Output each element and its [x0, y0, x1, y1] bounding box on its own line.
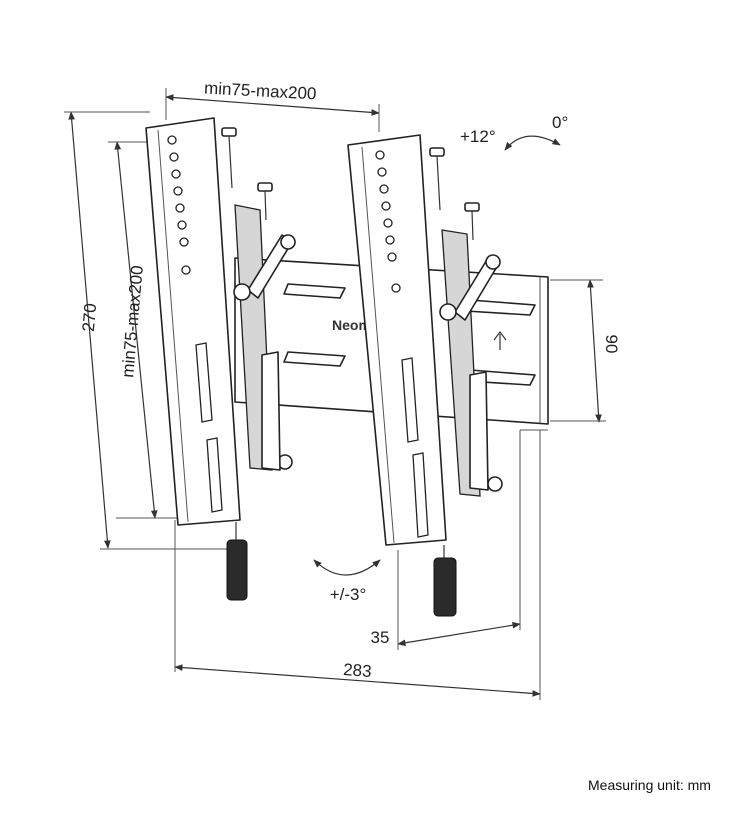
up-arrow-icon	[493, 331, 507, 350]
screw	[257, 182, 273, 221]
screw	[464, 202, 480, 241]
inner-height-label: min75-max200	[118, 265, 147, 379]
top-width-label: min75-max200	[204, 79, 317, 104]
tilt-arrow	[504, 135, 561, 151]
tilt-forward-label: +12°	[460, 127, 496, 146]
left-vertical-arm	[145, 117, 296, 601]
tilt-neutral-label: 0°	[552, 113, 568, 132]
depth-label: 35	[371, 628, 390, 647]
width-label: 283	[343, 660, 373, 681]
brand-label: Neom	[332, 317, 371, 333]
plate-height-label: 90	[602, 335, 621, 354]
screw	[429, 147, 445, 211]
right-vertical-arm	[347, 134, 503, 617]
dimension-lines	[64, 88, 606, 700]
swivel-arrow	[313, 559, 381, 576]
swivel-label: +/-3°	[330, 585, 367, 604]
measuring-unit-note: Measuring unit: mm	[588, 777, 711, 793]
release-handle	[226, 539, 248, 601]
mounting-holes	[167, 135, 191, 275]
screw	[221, 127, 237, 189]
release-handle	[433, 557, 457, 617]
overall-height-label: 270	[79, 303, 100, 333]
mounting-holes	[375, 150, 401, 293]
